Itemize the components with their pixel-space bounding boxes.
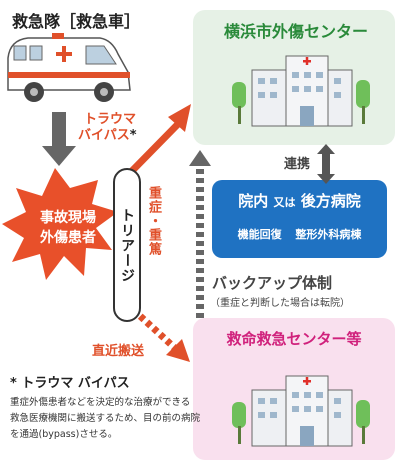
trauma-bypass-line1: トラウマ (84, 112, 137, 127)
backend-title-part1: 院内 (238, 192, 269, 210)
backend-hospital-panel (212, 180, 387, 258)
patient-line2: 外傷患者 (40, 230, 96, 246)
link-double-arrow (317, 144, 335, 184)
footnote-line-2: 救急医療機関に搬送するため、目の前の病院 (10, 413, 201, 424)
trauma-bypass-line2: バイパス* (78, 128, 137, 144)
backup-title: バックアップ体制 (212, 274, 333, 292)
link-label: 連携 (284, 157, 311, 172)
footnote-title: * トラウマ バイパス (10, 376, 130, 391)
backup-arrow (189, 150, 211, 318)
backend-item-orthopedics: 整形外科病棟 (295, 228, 362, 241)
trauma-center-title: 横浜市外傷センター (223, 22, 368, 41)
hospital-building-icon-bottom (232, 375, 370, 447)
triage-box: トリアージ (113, 168, 141, 322)
backup-note: （重症と判断した場合は転院） (210, 298, 350, 309)
footnote-body: 重症外傷患者などを決定的な治療ができる 救急医療機関に搬送するため、目の前の病院… (10, 395, 200, 443)
ambulance-icon (7, 33, 131, 102)
severity-label: 重症・重篤 (146, 186, 161, 256)
patient-label: 事故現場 外傷患者 (18, 208, 118, 248)
nearest-transport-label: 直近搬送 (92, 344, 145, 359)
triage-label: トリアージ (119, 207, 135, 283)
accident-burst (2, 168, 118, 280)
backend-title-connector: 又は (273, 196, 296, 209)
emergency-center-title: 救命救急センター等 (226, 330, 362, 348)
backend-title-part2: 後方病院 (300, 192, 361, 210)
footnote-line-3: を通過(bypass)させる。 (10, 429, 118, 440)
trauma-bypass-label: トラウマ バイパス* (78, 112, 137, 144)
ambulance-down-arrow (42, 112, 76, 166)
hospital-building-icon-top (232, 55, 370, 127)
trauma-bypass-mark: * (129, 128, 137, 143)
footnote-line-1: 重症外傷患者などを決定的な治療ができる (10, 397, 191, 408)
trauma-bypass-arrow (124, 104, 191, 179)
trauma-bypass-line2-text: バイパス (78, 128, 130, 143)
backend-item-recovery: 機能回復 (237, 228, 282, 241)
patient-line1: 事故現場 (40, 210, 96, 226)
ambulance-label: 救急隊［救急車］ (12, 12, 141, 31)
backend-hospital-items: 機能回復 整形外科病棟 (212, 226, 387, 242)
backend-hospital-title: 院内 又は 後方病院 (212, 190, 387, 211)
